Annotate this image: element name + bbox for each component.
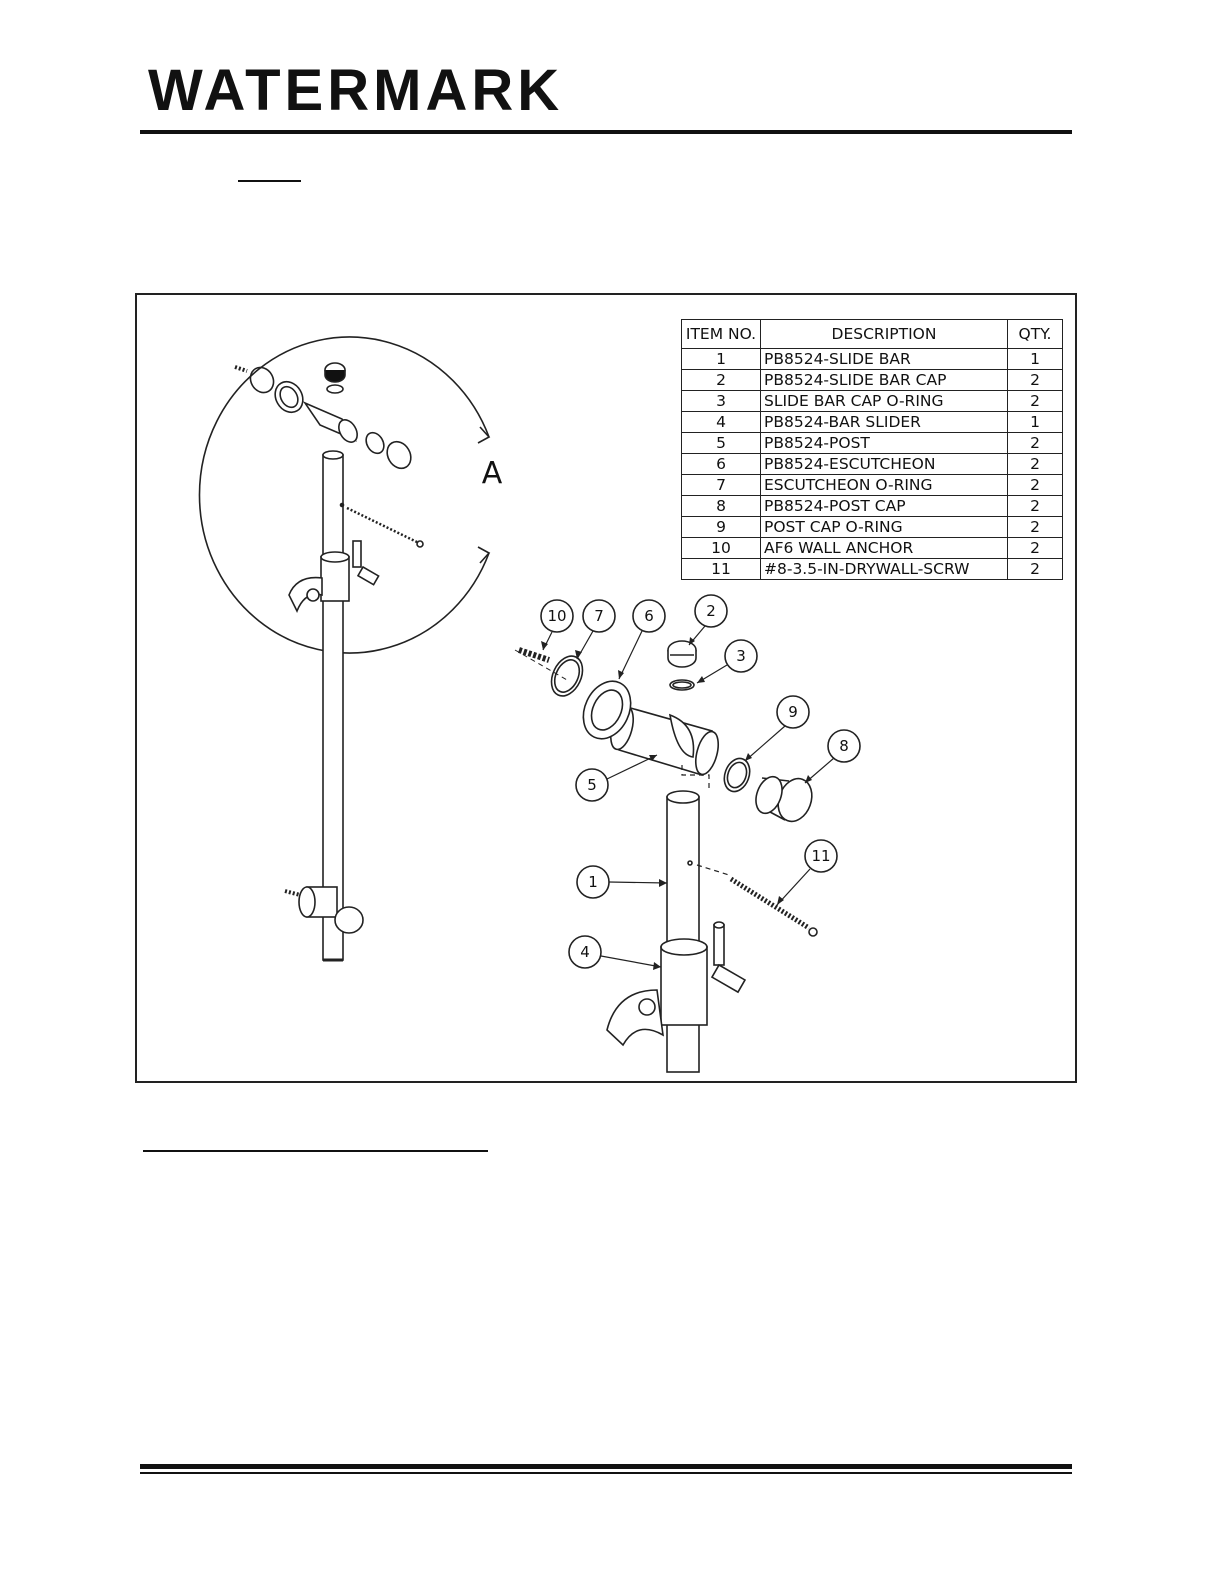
header-description: DESCRIPTION (760, 319, 1008, 349)
table-header-row: ITEM NO. DESCRIPTION QTY. (681, 319, 1063, 349)
slide-bar-exploded (666, 796, 700, 1073)
callout-2: 2 (706, 602, 716, 620)
item-no: 9 (681, 516, 761, 538)
callout-1: 1 (588, 873, 598, 891)
header-qty: QTY. (1007, 319, 1063, 349)
callout-3: 3 (736, 647, 746, 665)
callout-11: 11 (811, 847, 830, 865)
qty: 2 (1007, 537, 1063, 559)
footer-rule-thick (140, 1464, 1072, 1469)
callout-7: 7 (594, 607, 604, 625)
description: SLIDE BAR CAP O-RING (760, 390, 1008, 412)
item-no: 3 (681, 390, 761, 412)
qty: 2 (1007, 495, 1063, 517)
qty: 1 (1007, 411, 1063, 433)
header-rule (140, 130, 1072, 134)
item-no: 5 (681, 432, 761, 454)
qty: 2 (1007, 369, 1063, 391)
description: POST CAP O-RING (760, 516, 1008, 538)
exploded-assembly-figure: 10 7 6 2 3 9 8 5 11 1 4 A ITEM NO. DESCR… (135, 293, 1077, 1083)
item-no: 7 (681, 474, 761, 496)
description: PB8524-POST (760, 432, 1008, 454)
description: PB8524-SLIDE BAR CAP (760, 369, 1008, 391)
item-no: 6 (681, 453, 761, 475)
qty: 2 (1007, 516, 1063, 538)
description: PB8524-POST CAP (760, 495, 1008, 517)
qty: 2 (1007, 474, 1063, 496)
callout-balloons (540, 594, 861, 969)
section-underline (143, 1150, 488, 1152)
assembly-drawing: 10 7 6 2 3 9 8 5 11 1 4 A (198, 336, 861, 1073)
item-no: 11 (681, 558, 761, 580)
heading-underline (238, 180, 301, 182)
callout-4: 4 (580, 943, 590, 961)
description: AF6 WALL ANCHOR (760, 537, 1008, 559)
description: ESCUTCHEON O-RING (760, 474, 1008, 496)
item-no: 8 (681, 495, 761, 517)
description: #8-3.5-IN-DRYWALL-SCRW (760, 558, 1008, 580)
header-item-no: ITEM NO. (681, 319, 761, 349)
qty: 2 (1007, 558, 1063, 580)
watermark-logo: WATERMARK (148, 58, 564, 123)
callout-8: 8 (839, 737, 849, 755)
description: PB8524-BAR SLIDER (760, 411, 1008, 433)
detail-circle (198, 336, 490, 654)
callout-10: 10 (547, 607, 566, 625)
section-label-a: A (482, 456, 503, 491)
item-no: 2 (681, 369, 761, 391)
description: PB8524-ESCUTCHEON (760, 453, 1008, 475)
description: PB8524-SLIDE BAR (760, 348, 1008, 370)
qty: 2 (1007, 432, 1063, 454)
item-no: 10 (681, 537, 761, 559)
item-no: 4 (681, 411, 761, 433)
callout-9: 9 (788, 703, 798, 721)
callout-5: 5 (587, 776, 597, 794)
slide-bar-left (322, 454, 344, 961)
callout-6: 6 (644, 607, 654, 625)
footer-rule-thin (140, 1472, 1072, 1474)
qty: 2 (1007, 453, 1063, 475)
qty: 1 (1007, 348, 1063, 370)
item-no: 1 (681, 348, 761, 370)
qty: 2 (1007, 390, 1063, 412)
